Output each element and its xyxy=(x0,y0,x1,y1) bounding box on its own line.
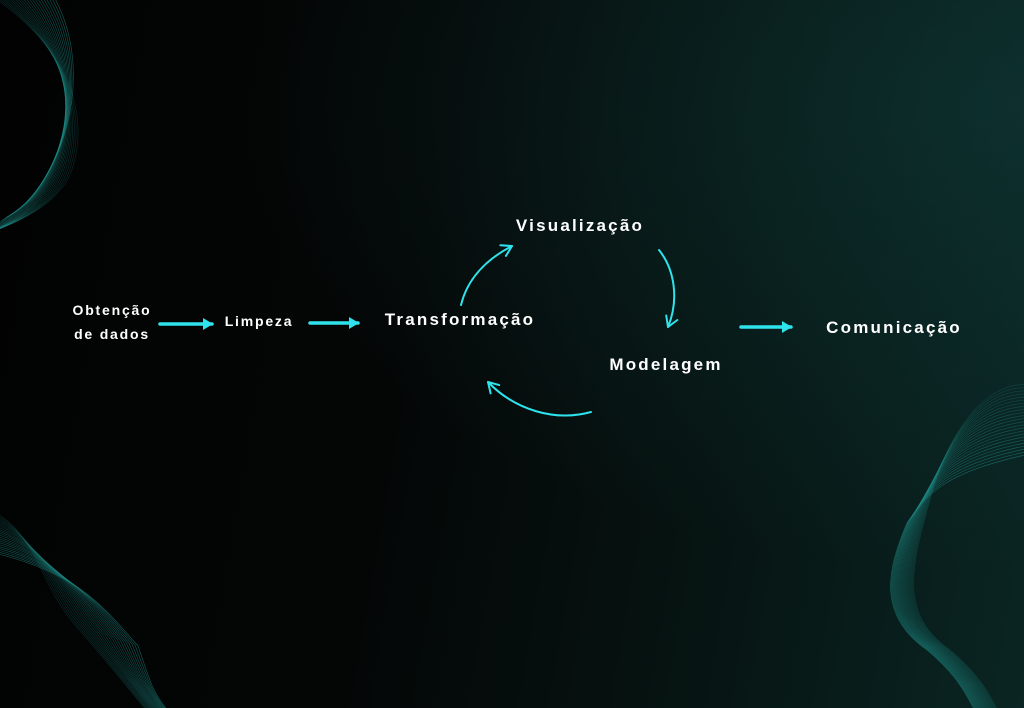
wave-line xyxy=(0,550,164,708)
wave-line xyxy=(0,544,161,708)
wave-line xyxy=(0,0,75,229)
wave-line xyxy=(897,433,1024,708)
wave-lines-decoration-bottom-right xyxy=(890,384,1024,708)
wave-line xyxy=(903,415,1024,708)
wave-line xyxy=(905,409,1024,708)
node-modelagem: Modelagem xyxy=(609,355,723,374)
wave-line xyxy=(910,393,1024,708)
wave-line xyxy=(900,424,1024,708)
wave-line xyxy=(890,454,1024,708)
wave-line xyxy=(0,540,159,708)
node-comunicacao: Comunicação xyxy=(826,318,962,337)
wave-line xyxy=(901,421,1024,708)
wave-line xyxy=(0,546,162,708)
wave-line xyxy=(0,527,152,708)
wave-line xyxy=(0,0,73,229)
wave-line xyxy=(0,531,154,708)
wave-lines-decoration-top-left xyxy=(0,0,79,229)
arrow-modelagem-to-transformacao xyxy=(487,381,592,417)
wave-line xyxy=(899,427,1024,708)
wave-line xyxy=(907,403,1024,708)
node-label-line: de dados xyxy=(74,326,150,342)
wave-line xyxy=(0,514,145,708)
wave-line xyxy=(0,0,67,229)
wave-line xyxy=(895,439,1024,708)
wave-line xyxy=(0,533,155,708)
wave-line xyxy=(0,0,68,229)
wave-line xyxy=(896,436,1024,708)
wave-line xyxy=(0,518,147,708)
wave-line xyxy=(0,516,146,708)
wave-line xyxy=(0,0,72,229)
wave-line xyxy=(0,538,158,708)
wave-line xyxy=(0,552,165,708)
node-obtencao-de-dados: Obtenção de dados xyxy=(73,298,152,346)
wave-line xyxy=(908,399,1024,708)
wave-line xyxy=(0,554,166,708)
wave-line xyxy=(893,445,1024,708)
arrow-visualizacao-to-modelagem xyxy=(658,249,679,328)
wave-line xyxy=(0,0,77,229)
wave-line xyxy=(0,548,163,708)
wave-line xyxy=(909,396,1024,708)
wave-line xyxy=(894,442,1024,708)
wave-line xyxy=(0,0,69,229)
wave-line xyxy=(912,387,1024,708)
arrow-transformacao-to-visualizacao xyxy=(460,244,513,306)
wave-line xyxy=(0,520,148,708)
wave-line xyxy=(913,384,1024,708)
wave-line xyxy=(0,0,66,229)
node-visualizacao: Visualização xyxy=(515,216,645,235)
wave-line xyxy=(0,523,150,708)
wave-line xyxy=(891,451,1024,708)
wave-line xyxy=(906,406,1024,708)
node-label-line: Obtenção xyxy=(72,302,152,318)
wave-line xyxy=(902,418,1024,708)
node-transformacao: Transformação xyxy=(384,310,536,329)
node-limpeza: Limpeza xyxy=(224,313,294,329)
wave-line xyxy=(904,412,1024,708)
wave-line xyxy=(892,448,1024,708)
wave-lines-decoration-bottom-left xyxy=(0,514,166,708)
wave-line xyxy=(0,535,156,708)
wave-line xyxy=(0,536,157,708)
wave-line xyxy=(0,0,67,229)
wave-line xyxy=(0,0,71,229)
wave-line xyxy=(0,525,151,708)
wave-line xyxy=(898,430,1024,708)
wave-line xyxy=(911,390,1024,708)
wave-line xyxy=(0,522,149,708)
wave-line xyxy=(0,0,74,223)
wave-line xyxy=(0,0,67,229)
wave-line xyxy=(0,542,160,708)
wave-line xyxy=(0,0,67,229)
wave-line xyxy=(0,0,68,229)
wave-line xyxy=(0,529,153,708)
wave-line xyxy=(0,1,79,229)
wave-line xyxy=(0,0,66,229)
wave-line xyxy=(0,0,69,229)
